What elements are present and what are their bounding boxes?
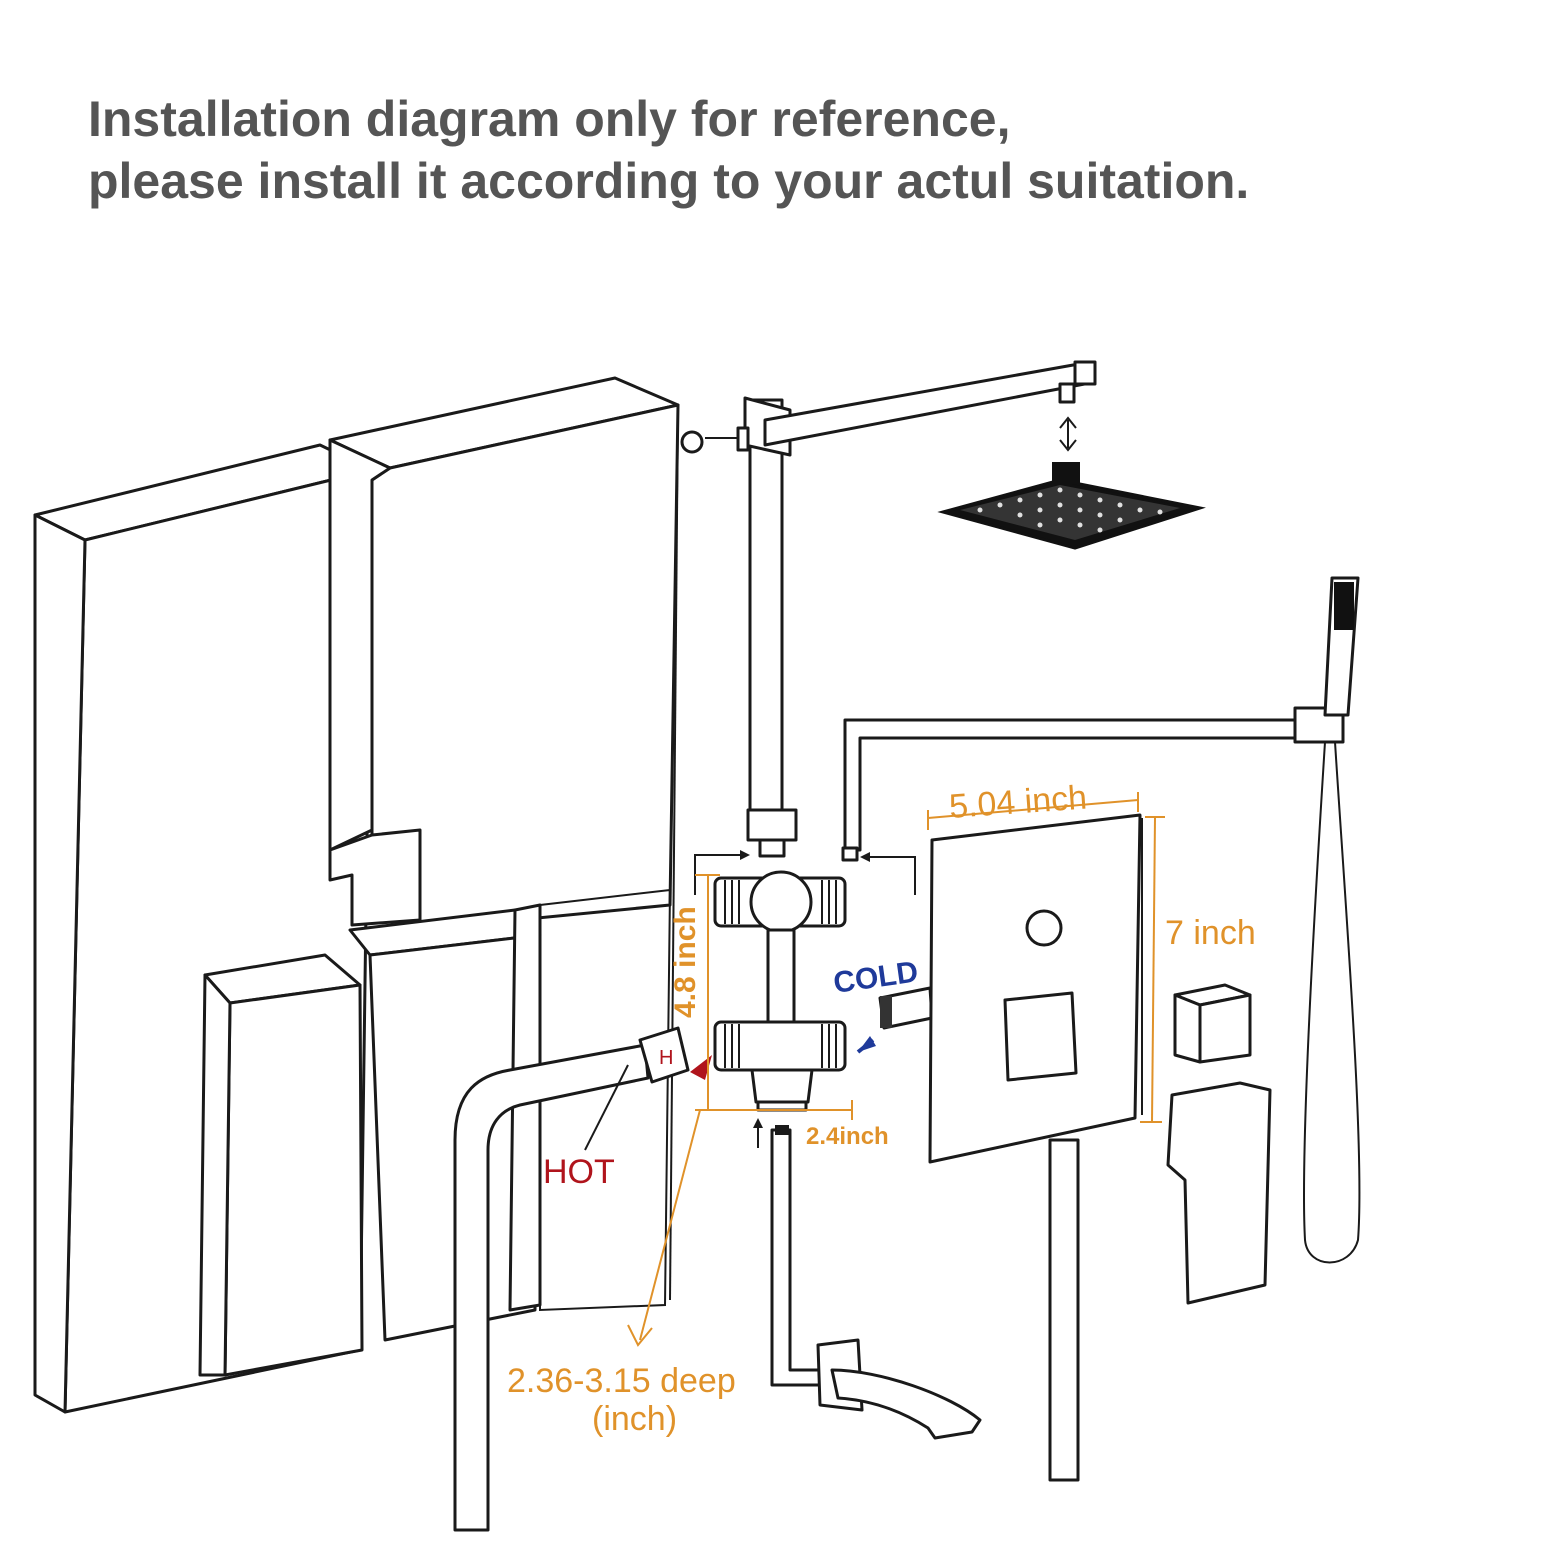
diagram-header: Installation diagram only for reference,… [88, 88, 1249, 212]
panel-width-label: 5.04 inch [948, 778, 1088, 826]
valve-body [713, 870, 847, 1112]
control-panel [928, 813, 1143, 1482]
valve-width-label: 2.4inch [806, 1123, 889, 1150]
panel-height-label: 7 inch [1165, 914, 1256, 952]
up-down-arrow-icon [1059, 416, 1077, 452]
hot-marker-label: H [659, 1047, 673, 1069]
depth-label-line-1: 2.36-3.15 deep [507, 1362, 736, 1400]
shower-arm-assembly [680, 360, 1097, 858]
tub-spout-assembly [753, 1118, 982, 1440]
header-line-1: Installation diagram only for reference, [88, 91, 1011, 147]
dimension-lines [627, 792, 1165, 1347]
diverter-button-icon [1025, 909, 1063, 947]
shower-arm-nut [746, 808, 798, 842]
cold-water-inlet [856, 986, 934, 1054]
depth-label-line-2: (inch) [592, 1400, 677, 1438]
hot-water-pipe [453, 1026, 712, 1532]
hot-label: HOT [543, 1153, 615, 1191]
wall-flange-icon [680, 430, 704, 454]
trim-parts [1166, 983, 1272, 1305]
header-line-2: please install it according to your actu… [88, 153, 1250, 209]
rain-shower-head [937, 416, 1206, 550]
hand-shower-assembly [841, 576, 1361, 1264]
valve-height-label: 4.8 inch [669, 906, 702, 1018]
connection-arrows [694, 850, 916, 895]
wall-structure [33, 376, 680, 1414]
